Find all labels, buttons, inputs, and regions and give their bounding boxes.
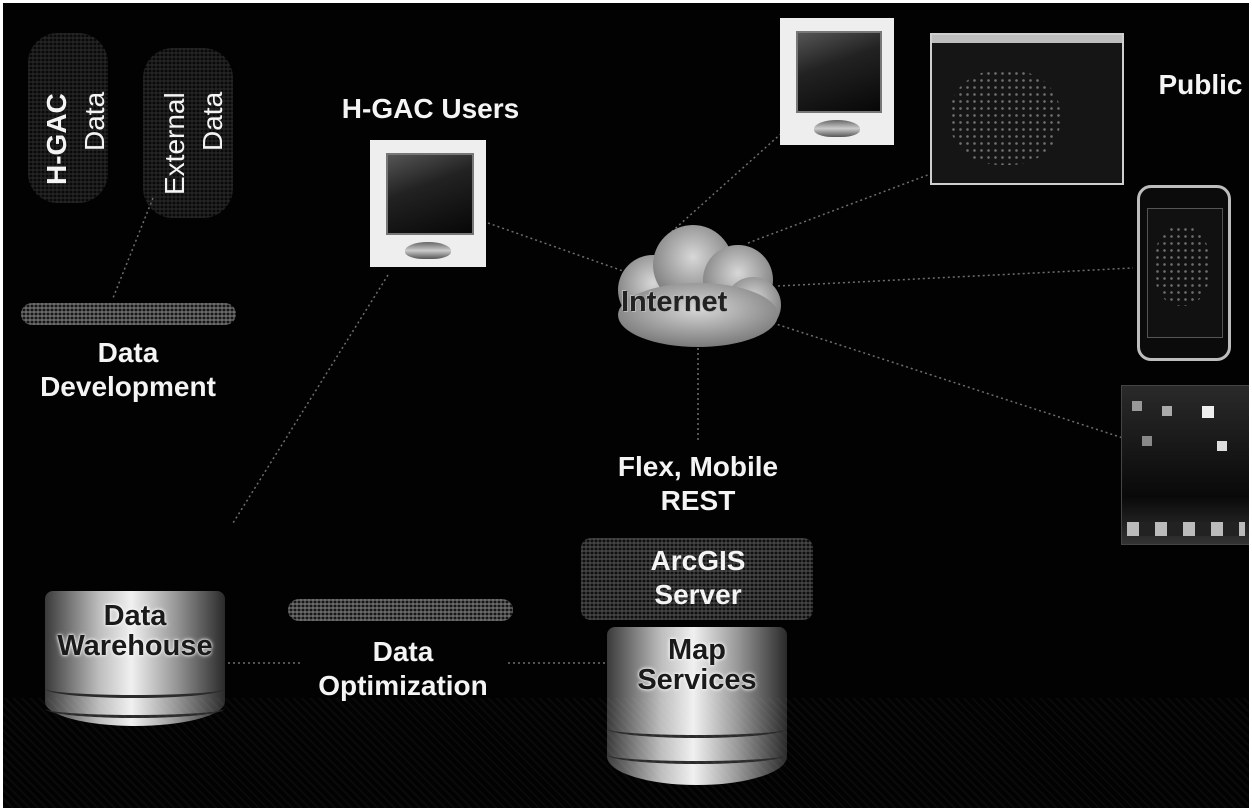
map-services-line1: Map — [668, 634, 726, 666]
tablet-icon — [1121, 385, 1249, 545]
connector-lines — [112, 122, 1134, 664]
connector-internet-to-phone — [777, 267, 1134, 287]
arcgis-server-box — [581, 538, 813, 620]
protocols-label: Flex, Mobile REST — [617, 451, 779, 517]
connector-source-to-development — [112, 197, 154, 299]
data-warehouse-line2: Warehouse — [57, 630, 213, 663]
connector-users-to-warehouse — [232, 274, 389, 524]
optimization-bar — [288, 599, 513, 621]
connector-internet-to-tablet — [772, 322, 1124, 439]
connector-internet-to-monitor — [667, 122, 794, 236]
hgac-users-label: H-GAC Users — [341, 93, 520, 124]
development-bar — [21, 303, 236, 325]
map-services-database-icon: Map Services — [607, 627, 787, 785]
external-data-label-line2: Data — [197, 91, 228, 151]
cloud-icon — [618, 225, 781, 347]
arcgis-server-label: ArcGIS Server — [650, 545, 746, 611]
architecture-diagram: H-GAC Data External Data Data Developmen… — [3, 3, 1249, 808]
external-data-label-line1: External — [159, 92, 190, 195]
map-services-line2: Services — [637, 664, 757, 697]
data-optimization-label: Data Optimization — [318, 636, 488, 702]
public-label: Public — [1158, 69, 1243, 100]
smartphone-icon — [1137, 185, 1231, 361]
external-data-glow — [143, 48, 233, 218]
data-warehouse-line1: Data — [103, 600, 167, 632]
web-map-icon — [930, 33, 1124, 185]
internet-label: Internet — [621, 286, 728, 318]
public-monitor-icon — [780, 18, 894, 145]
hgac-data-glow — [28, 33, 108, 203]
user-monitor-icon — [370, 140, 486, 267]
data-development-label: Data Development — [40, 337, 216, 403]
connector-users-to-internet — [487, 222, 624, 272]
data-warehouse-database-icon: Data Warehouse — [45, 591, 225, 726]
hgac-data-label-line2: Data — [79, 91, 110, 151]
hgac-data-label-line1: H-GAC — [41, 93, 72, 185]
